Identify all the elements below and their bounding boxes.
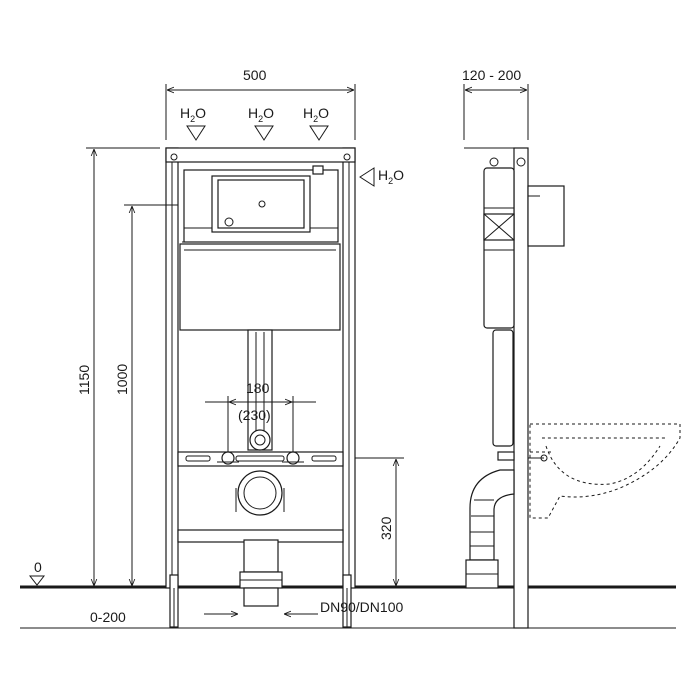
drain-elbow-front — [235, 470, 285, 607]
dim-foot-adjust: 0-200 — [90, 609, 126, 625]
dim-height-total: 1150 — [76, 365, 92, 395]
side-frame — [464, 147, 565, 629]
water-inlet-middle: H2O — [248, 105, 274, 141]
toilet-bowl-dashed — [528, 423, 681, 519]
svg-text:H2O: H2O — [303, 105, 329, 124]
dim-drain-size: DN90/DN100 — [320, 599, 403, 615]
water-inlet-left: H2O — [180, 105, 206, 141]
svg-text:H2O: H2O — [180, 105, 206, 124]
dim-width-front: 500 — [243, 67, 267, 83]
bolt-rail — [185, 451, 337, 465]
side-drain — [465, 451, 515, 589]
side-cistern — [483, 167, 515, 447]
dim-pipe-spacing-alt: (230) — [238, 407, 271, 423]
water-inlet-right: H2O — [303, 105, 329, 141]
svg-text:H2O: H2O — [378, 167, 404, 186]
floor-level-marker: 0 — [28, 559, 46, 586]
svg-text:H2O: H2O — [248, 105, 274, 124]
front-frame — [165, 147, 356, 628]
dim-pipe-spacing: 180 — [246, 380, 270, 396]
dim-bolt-height: 320 — [378, 516, 394, 540]
cistern — [179, 165, 341, 331]
water-inlet-side: H2O — [359, 167, 404, 187]
dim-depth-side: 120 - 200 — [462, 67, 521, 83]
floor-level-label: 0 — [34, 559, 42, 575]
dim-height-inner: 1000 — [114, 364, 130, 395]
flush-pipe — [247, 329, 273, 451]
